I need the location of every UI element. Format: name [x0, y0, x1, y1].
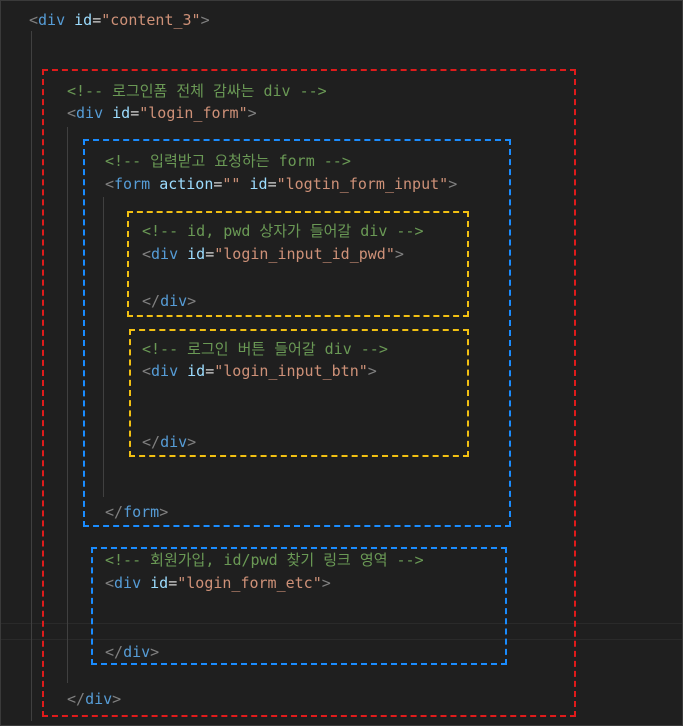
id-pwd-outline-yellow	[127, 211, 469, 317]
btn-outline-yellow	[129, 329, 469, 457]
indent-guide	[67, 127, 68, 683]
line-separator	[1, 623, 682, 624]
code-close-id-pwd: </div>	[142, 292, 197, 310]
code-line-form: <form action="" id="logtin_form_input">	[105, 175, 458, 193]
code-line-id-pwd: <div id="login_input_id_pwd">	[142, 245, 404, 263]
etc-outline-blue	[91, 547, 507, 665]
code-comment-btn: <!-- 로그인 버튼 들어갈 div -->	[142, 340, 388, 358]
code-comment-etc: <!-- 회원가입, id/pwd 찾기 링크 영역 -->	[105, 551, 424, 569]
form-outline-blue	[83, 139, 511, 527]
indent-guide	[31, 31, 32, 721]
code-line-content3: <div id="content_3">	[29, 11, 210, 29]
code-close-etc: </div>	[105, 643, 160, 661]
code-close-form: </form>	[105, 503, 169, 521]
line-separator	[1, 639, 682, 640]
code-comment-login-wrap: <!-- 로그인폼 전체 감싸는 div -->	[67, 82, 327, 100]
code-comment-form: <!-- 입력받고 요청하는 form -->	[105, 152, 351, 170]
code-line-etc: <div id="login_form_etc">	[105, 574, 331, 592]
indent-guide	[103, 197, 104, 497]
code-close-login-form: </div>	[67, 690, 122, 708]
code-comment-id-pwd: <!-- id, pwd 상자가 들어갈 div -->	[142, 222, 424, 240]
code-line-login-form: <div id="login_form">	[67, 104, 257, 122]
login-form-outline-red	[42, 69, 576, 717]
code-line-btn: <div id="login_input_btn">	[142, 362, 377, 380]
code-close-btn: </div>	[142, 433, 197, 451]
